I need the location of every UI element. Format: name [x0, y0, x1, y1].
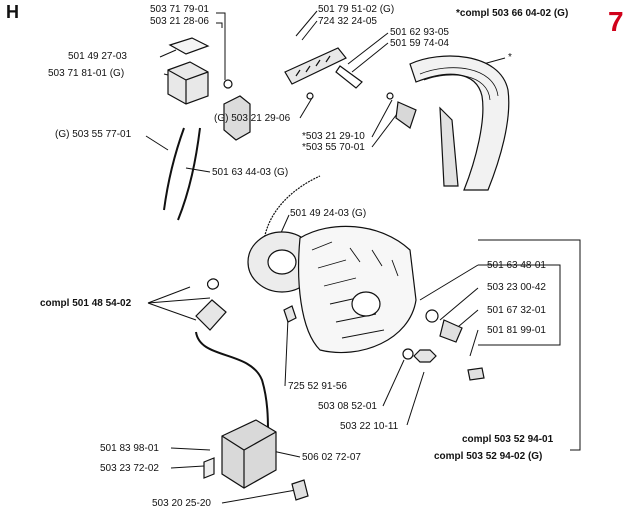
part-label: 725 52 91-56	[288, 381, 347, 392]
screw-part	[306, 92, 314, 100]
part-label: *503 55 70-01	[302, 142, 365, 153]
leader-line	[185, 167, 211, 173]
part-label: 501 81 99-01	[487, 325, 546, 336]
wire-part	[263, 175, 321, 241]
part-label: 506 02 72-07	[302, 452, 361, 463]
leader-line	[159, 49, 177, 58]
screw-part-2	[283, 305, 297, 323]
sensor-part	[395, 101, 417, 129]
pin-part	[335, 65, 363, 89]
module-part	[167, 61, 209, 105]
leader-line	[295, 10, 318, 37]
leader-line	[284, 317, 289, 387]
washer-part	[425, 309, 439, 323]
leader-line	[406, 371, 425, 426]
compl-label: *compl 503 66 04-02 (G)	[456, 8, 569, 19]
spring-part	[206, 278, 220, 290]
part-label: 501 63 48-01	[487, 260, 546, 271]
bracket-line	[478, 239, 581, 451]
leader-line	[439, 287, 479, 321]
leader-line	[147, 297, 211, 304]
part-label: 501 59 74-04	[390, 38, 449, 49]
part-label: 501 79 51-02 (G)	[318, 4, 395, 15]
leader-line	[371, 99, 393, 138]
bolt-part	[467, 367, 485, 381]
ignition-coil-part	[221, 419, 277, 489]
part-label: 503 71 79-01	[150, 4, 209, 15]
lead-wire-part	[195, 331, 269, 433]
leader-line	[147, 286, 191, 304]
leader-line	[469, 329, 479, 357]
compl-label: compl 503 52 94-01	[462, 434, 554, 445]
part-label: 503 22 10-11	[340, 421, 399, 432]
plate-part	[168, 37, 210, 55]
leader-line	[382, 359, 405, 407]
compl-label: compl 503 52 94-02 (G)	[434, 451, 543, 462]
part-label: 503 71 81-01 (G)	[48, 68, 125, 79]
part-label: 503 21 28-06	[150, 16, 209, 27]
pawl-part	[439, 319, 463, 343]
switch-part	[223, 95, 251, 141]
leader-line	[299, 97, 313, 119]
leader-line	[170, 447, 211, 451]
connector-part	[203, 457, 215, 479]
leader-line	[170, 465, 205, 469]
fan-part	[298, 225, 417, 354]
part-label: 501 62 93-05	[390, 27, 449, 38]
leader-line	[301, 20, 318, 41]
part-label: *503 21 29-10	[302, 131, 365, 142]
leader-line	[221, 489, 297, 504]
part-label: 501 49 24-03 (G)	[290, 208, 367, 219]
star-label: *	[508, 52, 512, 63]
leader-line	[145, 135, 169, 151]
section-letter: H	[6, 2, 19, 22]
nut-part	[413, 349, 437, 363]
leader-line	[347, 32, 389, 65]
part-label: 501 49 27-03	[68, 51, 127, 62]
compl-label: compl 501 48 54-02	[40, 298, 132, 309]
part-label: (G) 503 55 77-01	[55, 129, 132, 140]
boot-part	[195, 299, 227, 331]
part-label: 503 23 00-42	[487, 282, 546, 293]
leader-line	[419, 264, 479, 301]
part-label: 501 83 98-01	[100, 443, 159, 454]
leader-line	[478, 264, 561, 346]
part-label: 501 67 32-01	[487, 305, 546, 316]
leader-line	[147, 302, 197, 321]
part-label: 724 32 24-05	[318, 16, 377, 27]
part-label: 503 23 72-02	[100, 463, 159, 474]
part-label: 501 63 44-03 (G)	[212, 167, 289, 178]
leader-line	[371, 109, 401, 148]
part-label: 503 08 52-01	[318, 401, 377, 412]
part-label: 503 20 25-20	[152, 498, 211, 509]
handguard-part	[409, 55, 510, 191]
cable-part	[163, 127, 185, 211]
page-number: 7	[608, 6, 624, 37]
part-label: (G) 503 21 29-06	[214, 113, 291, 124]
bolt-part-2	[291, 479, 309, 501]
leader-line	[216, 12, 226, 80]
bracket-part	[284, 47, 347, 85]
leader-line	[351, 42, 389, 73]
leader-line	[216, 22, 223, 28]
